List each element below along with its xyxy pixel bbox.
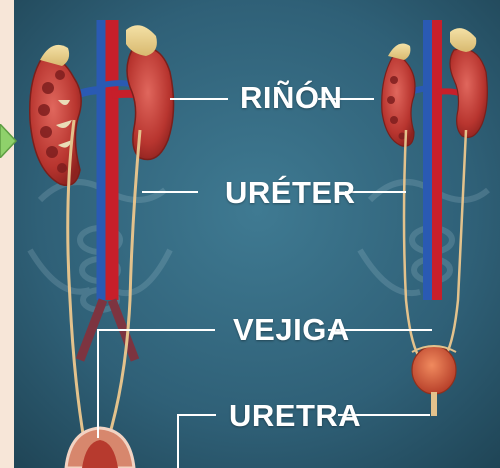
urethra-label: URETRA [229, 398, 361, 434]
slide-frame [0, 0, 14, 468]
ureter-label: URÉTER [225, 175, 355, 211]
kidney-label: RIÑÓN [240, 80, 342, 116]
next-arrow-icon[interactable] [0, 124, 18, 158]
bladder-label: VEJIGA [233, 312, 350, 348]
